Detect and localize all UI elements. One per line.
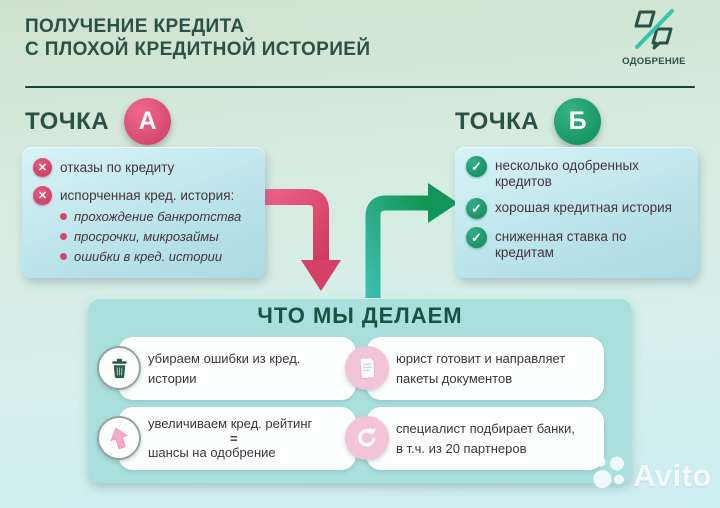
action-card-text: специалист подбирает банки, в т.ч. из 20… <box>396 420 575 456</box>
point-a-heading: ТОЧКА А <box>25 98 172 145</box>
point-b-item-text: сниженная ставка по кредитам <box>495 229 627 260</box>
bullet-dot-icon <box>60 213 67 220</box>
action-card-text: юрист готовит и направляет пакеты докуме… <box>396 350 566 386</box>
point-a-sublist: прохождение банкротства просрочки, микро… <box>60 209 257 264</box>
point-a-item-text: испорченная кред. история: <box>60 188 235 203</box>
point-b-item-text: несколько одобренных кредитов <box>495 158 639 189</box>
cursor-arrow-icon <box>97 416 141 460</box>
point-b-item: ✓ несколько одобренных кредитов <box>466 156 690 190</box>
x-circle-icon: ✕ <box>33 186 52 205</box>
action-card-line3: шансы на одобрение <box>148 445 276 460</box>
header-divider <box>25 86 695 88</box>
point-a-item: ✕ испорченная кред. история: <box>33 186 257 205</box>
point-b-heading: ТОЧКА Б <box>455 98 602 145</box>
point-b-item: ✓ хорошая кредитная история <box>466 198 690 219</box>
point-a-subitem-text: просрочки, микрозаймы <box>74 229 219 244</box>
point-b-item: ✓ сниженная ставка по кредитам <box>466 227 690 261</box>
bullet-dot-icon <box>60 253 67 260</box>
point-a-item: ✕ отказы по кредиту <box>33 158 257 177</box>
point-a-subitem-text: прохождение банкротства <box>74 209 242 224</box>
document-icon <box>345 346 389 390</box>
what-we-do-panel: ЧТО МЫ ДЕЛАЕМ убираем ошибки из кред. ис… <box>88 298 632 483</box>
point-a-label: ТОЧКА <box>25 107 110 135</box>
action-card-line1: увеличиваем кред. рейтинг <box>148 416 313 431</box>
action-card-raise-rating: увеличиваем кред. рейтинг = шансы на одо… <box>97 407 356 470</box>
refresh-icon <box>345 416 389 460</box>
trash-icon <box>97 346 141 390</box>
green-right-arrow <box>365 183 458 302</box>
point-a-subitem: ошибки в кред. истории <box>60 249 257 264</box>
action-card-remove-errors: убираем ошибки из кред. истории <box>97 337 356 400</box>
check-circle-icon: ✓ <box>466 156 487 177</box>
point-a-box: ✕ отказы по кредиту ✕ испорченная кред. … <box>22 147 265 278</box>
what-we-do-title: ЧТО МЫ ДЕЛАЕМ <box>257 303 463 328</box>
point-b-label: ТОЧКА <box>455 107 540 135</box>
point-a-badge: А <box>124 98 172 145</box>
x-circle-icon: ✕ <box>33 158 52 177</box>
avito-watermark-text: Avito <box>633 458 712 493</box>
point-b-box: ✓ несколько одобренных кредитов ✓ хороша… <box>455 147 698 278</box>
action-card-select-banks: специалист подбирает банки, в т.ч. из 20… <box>345 407 604 470</box>
page-title-line1: ПОЛУЧЕНИЕ КРЕДИТА <box>25 16 245 37</box>
avito-watermark: Avito <box>591 452 712 500</box>
avito-logo-icon <box>591 452 631 500</box>
page-title-line2: С ПЛОХОЙ КРЕДИТНОЙ ИСТОРИЕЙ <box>25 39 371 60</box>
action-card-equals: = <box>230 431 238 446</box>
point-b-badge: Б <box>554 98 602 145</box>
point-a-subitem: просрочки, микрозаймы <box>60 229 257 244</box>
action-card-text: увеличиваем кред. рейтинг = шансы на одо… <box>148 411 350 466</box>
company-logo-label: ОДОБРЕНИЕ <box>622 56 686 67</box>
point-a-subitem: прохождение банкротства <box>60 209 257 224</box>
point-b-item-text: хорошая кредитная история <box>495 200 672 215</box>
check-circle-icon: ✓ <box>466 227 487 248</box>
check-circle-icon: ✓ <box>466 198 487 219</box>
point-a-item-text: отказы по кредиту <box>60 160 175 175</box>
company-logo: ОДОБРЕНИЕ <box>608 8 700 67</box>
point-a-subitem-text: ошибки в кред. истории <box>74 249 223 264</box>
page-title: ПОЛУЧЕНИЕ КРЕДИТА С ПЛОХОЙ КРЕДИТНОЙ ИСТ… <box>25 15 370 61</box>
pink-down-arrow <box>258 189 341 291</box>
percent-speech-bubbles-icon <box>626 9 682 54</box>
bullet-dot-icon <box>60 233 67 240</box>
action-card-text: убираем ошибки из кред. истории <box>148 350 301 386</box>
action-card-lawyer-documents: юрист готовит и направляет пакеты докуме… <box>345 337 604 400</box>
